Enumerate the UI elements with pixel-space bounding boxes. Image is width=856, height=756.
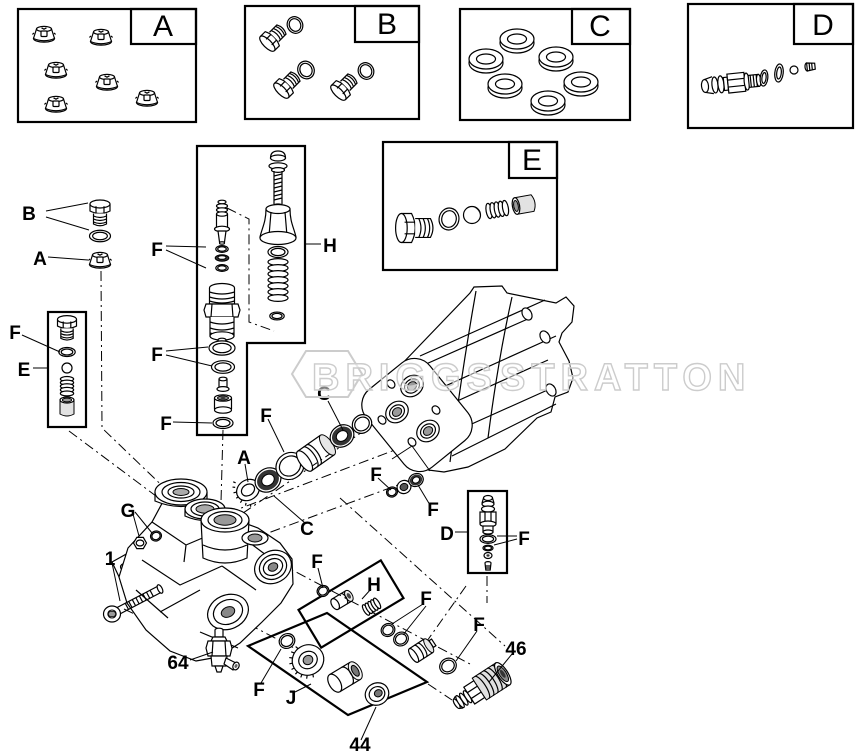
mounting-bolt [102,584,164,623]
o-ring [208,340,236,356]
leader-lines [21,202,518,741]
watermark-text-right: STRATTON [500,357,751,399]
manifold-boss [241,530,269,546]
knurled-hose-nut [289,644,325,679]
callout-64: 64 [167,653,189,674]
seal-parts [468,28,599,116]
callout-d: D [440,524,454,545]
o-ring [479,534,497,544]
check-ball [462,205,482,225]
unloader-cap [259,203,297,246]
hose-kit-box [245,611,430,717]
brand-hexagon-logo [290,350,364,398]
unloader-piston [213,199,231,245]
garden-hose-coupler [452,662,512,710]
left-plug-and-cap [87,199,113,269]
pump-body [361,285,575,473]
unloader-seat [203,282,241,343]
check-valve-parts [378,620,460,678]
callout-1: 1 [105,549,116,570]
kit-box-b-label: B [377,8,397,41]
o-ring [215,245,229,253]
hose-barb-fitting [700,71,762,95]
callout-b: B [22,204,36,225]
retainer-cap [232,478,260,507]
left-valve-kit-box [46,310,88,429]
manifold-side-port [254,549,292,585]
o-ring [215,264,229,272]
watermark-text-left: BRIGGS [312,357,498,399]
manifold-bottom-port [207,593,249,631]
callout-c: C [317,384,331,405]
callout-44: 44 [349,735,371,756]
kit-box-e: E [381,140,559,272]
manifold-outlet-boss [200,507,250,564]
kit-box-a: A [16,7,198,124]
kit-box-b: B [243,4,421,121]
callout-a: A [33,249,47,270]
callout-46: 46 [505,639,526,660]
callout-f: F [253,680,265,701]
seat-cap [213,394,233,414]
callout-g: G [121,501,136,522]
grub-screw [804,62,816,72]
chemical-injector-kit-box [297,558,405,650]
washer [483,551,493,560]
check-piston [407,638,437,663]
kit-box-c: C [458,7,632,122]
piston-cylinder [510,193,538,216]
callout-a: A [237,448,251,469]
o-ring [267,245,289,259]
kit-box-e-label: E [522,144,542,177]
drain-plug-g [132,536,148,550]
adjusting-screw [273,171,283,204]
knurled-nut [396,479,412,495]
injector-cartridge [330,589,354,611]
callout-e: E [18,360,31,381]
callout-f: F [518,529,530,550]
kit-box-a-label: A [153,10,173,43]
hose-adapter [327,661,363,693]
backup-ring [214,254,230,262]
pump-underside-parts [384,445,431,499]
kit-box-d-label: D [812,9,834,42]
unloader-spring [267,258,289,303]
grub-screw [484,561,492,571]
callout-h: H [323,236,337,257]
callout-f: F [9,323,21,344]
check-ball [789,65,799,75]
callout-j: J [286,688,297,709]
callout-f: F [427,500,439,521]
o-ring [482,544,494,552]
callout-f: F [370,465,382,486]
callout-f: F [311,552,323,573]
callout-c: C [300,519,314,540]
end-cap-44 [364,682,390,706]
callout-f: F [151,345,163,366]
callout-f: F [151,240,163,261]
callout-f: F [473,615,485,636]
callout-f: F [420,589,432,610]
o-ring [210,359,236,375]
callout-f: F [260,406,272,427]
plunger [295,434,336,472]
adjusting-nut [268,150,288,174]
watermark: BRIGGS STRATTON [290,350,751,400]
washer [269,311,285,321]
manifold [111,478,294,662]
callout-labels: B A F E F H F F C F A C F F D F G 1 64 F… [9,204,530,756]
piston-seal-stack [232,410,376,507]
callout-h: H [367,575,381,596]
cylinder-bores [385,374,440,443]
kit-box-c-label: C [589,10,611,43]
unloader-kit-box [195,144,307,437]
kit-box-d: D [686,2,855,130]
hose-barb-fitting [479,494,497,535]
o-ring [212,416,234,430]
callout-f: F [160,414,172,435]
nozzle-insert [216,376,230,393]
